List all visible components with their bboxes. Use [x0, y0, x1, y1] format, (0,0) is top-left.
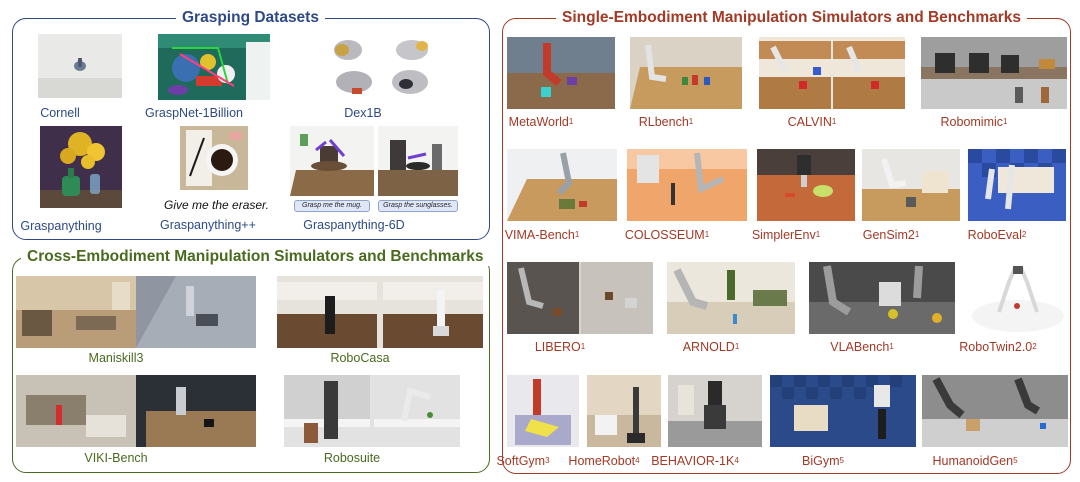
- robomimic-thumbnail: [921, 37, 1067, 109]
- vlabench-label: VLABench1: [830, 340, 894, 354]
- gensim2-thumbnail: [862, 149, 960, 221]
- graspanything-label: Graspanything: [20, 219, 102, 233]
- gensim2-label: GenSim21: [862, 228, 920, 242]
- colosseum-thumbnail: [627, 149, 747, 221]
- libero-thumbnail: [507, 262, 653, 334]
- dex1b-thumbnail: [326, 34, 440, 100]
- maniskill3-thumbnail: [16, 276, 256, 348]
- softgym-thumbnail: [507, 375, 579, 447]
- arnold-label: ARNOLD1: [682, 340, 740, 354]
- graspanything-thumbnail: [40, 126, 122, 208]
- robosuite-label: Robosuite: [323, 451, 381, 465]
- metaworld-thumbnail: [507, 37, 615, 109]
- bigym-thumbnail: [770, 375, 916, 447]
- cornell-label: Cornell: [40, 106, 80, 120]
- softgym-label: SoftGym3: [496, 454, 550, 468]
- robomimic-label: Robomimic1: [940, 115, 1008, 129]
- graspanything-plus-thumbnail: [180, 126, 248, 190]
- graspnet-label: GraspNet-1Billion: [145, 106, 243, 120]
- simplerenv-thumbnail: [757, 149, 855, 221]
- maniskill3-label: Maniskill3: [88, 351, 144, 365]
- graspnet-thumbnail: [158, 34, 270, 100]
- robotwin2-label: RoboTwin2.02: [959, 340, 1037, 354]
- graspanything-6d-thumbnail-right: [378, 126, 458, 196]
- single-embodiment-title: Single-Embodiment Manipulation Simulator…: [556, 9, 1028, 27]
- vlabench-thumbnail: [809, 262, 955, 334]
- cornell-thumbnail: [38, 34, 122, 98]
- graspanything-6d-label: Graspanything-6D: [303, 218, 405, 232]
- libero-label: LIBERO1: [534, 340, 586, 354]
- graspanything-6d-thumbnail-left: [290, 126, 374, 196]
- homerobot-label: HomeRobot4: [568, 454, 640, 468]
- calvin-label: CALVIN1: [787, 115, 837, 129]
- rlbench-label: RLbench1: [638, 115, 694, 129]
- behavior-1k-thumbnail: [668, 375, 762, 447]
- graspanything-plus-label: Graspanything++: [160, 218, 256, 232]
- dex1b-label: Dex1B: [344, 106, 382, 120]
- viki-bench-thumbnail: [16, 375, 256, 447]
- robocasa-thumbnail: [277, 276, 483, 348]
- humanoidgen-thumbnail: [922, 375, 1068, 447]
- bigym-label: BiGym5: [802, 454, 844, 468]
- robotwin2-thumbnail: [969, 262, 1067, 334]
- metaworld-label: MetaWorld1: [508, 115, 574, 129]
- roboeval-label: RoboEval2: [967, 228, 1027, 242]
- arnold-thumbnail: [667, 262, 795, 334]
- vima-bench-label: VIMA-Bench1: [504, 228, 580, 242]
- cross-embodiment-title: Cross-Embodiment Manipulation Simulators…: [21, 248, 490, 266]
- humanoidgen-label: HumanoidGen5: [932, 454, 1018, 468]
- graspanything-6d-pill-sunglasses: Grasp the sunglasses.: [378, 200, 458, 212]
- homerobot-thumbnail: [587, 375, 661, 447]
- roboeval-thumbnail: [968, 149, 1066, 221]
- graspanything-6d-pill-mug: Grasp me the mug.: [294, 200, 370, 212]
- grasping-datasets-title: Grasping Datasets: [176, 9, 325, 27]
- robosuite-thumbnail: [284, 375, 460, 447]
- simplerenv-label: SimplerEnv1: [751, 228, 821, 242]
- viki-bench-label: VIKI-Bench: [84, 451, 148, 465]
- graspanything-plus-caption: Give me the eraser.: [164, 198, 269, 212]
- calvin-thumbnail: [759, 37, 905, 109]
- rlbench-thumbnail: [630, 37, 742, 109]
- behavior-1k-label: BEHAVIOR-1K4: [651, 454, 739, 468]
- robocasa-label: RoboCasa: [330, 351, 390, 365]
- colosseum-label: COLOSSEUM1: [624, 228, 710, 242]
- vima-bench-thumbnail: [507, 149, 617, 221]
